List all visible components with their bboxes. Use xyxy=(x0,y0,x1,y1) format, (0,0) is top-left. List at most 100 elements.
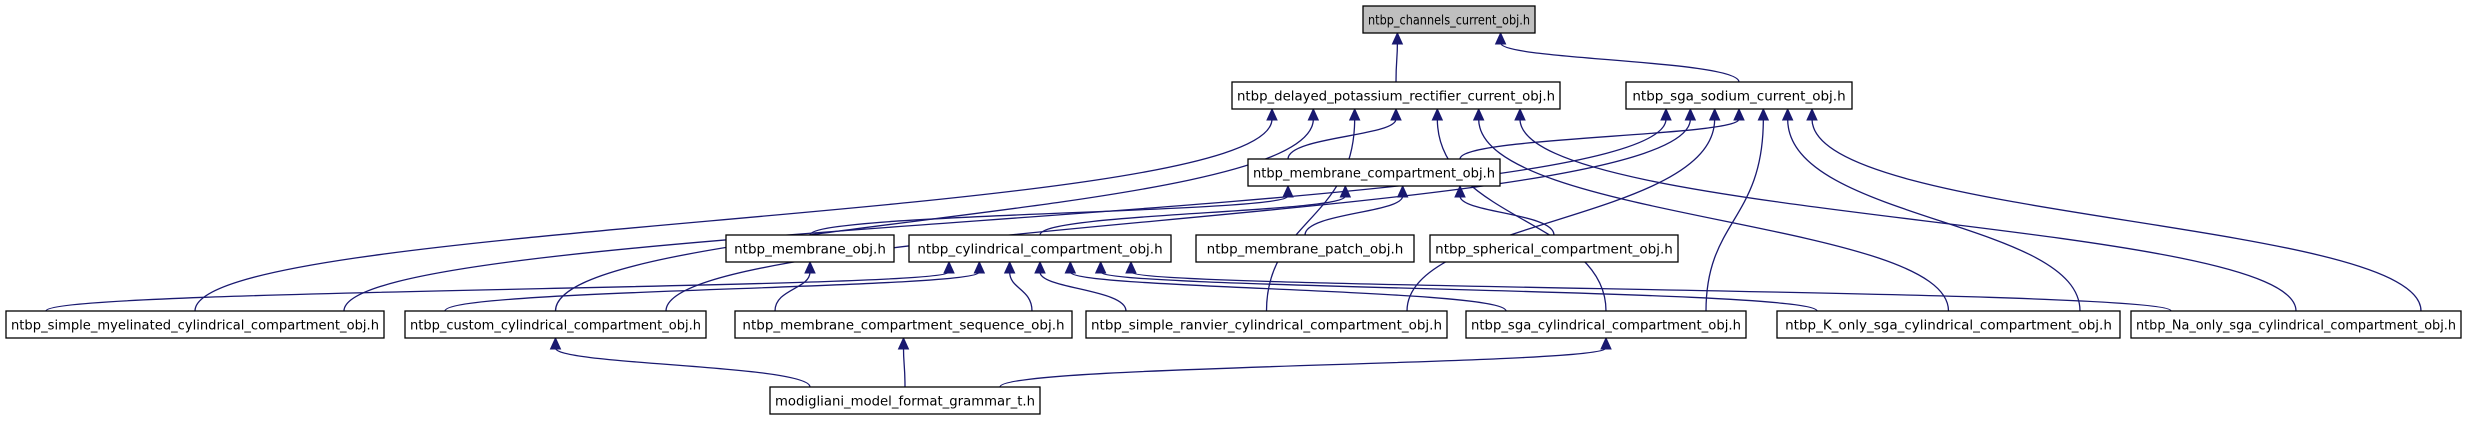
node-delayed[interactable]: ntbp_delayed_potassium_rectifier_current… xyxy=(1231,81,1561,110)
node-label: ntbp_sga_sodium_current_obj.h xyxy=(1632,89,1845,105)
arrowhead-sequence-to-membrane xyxy=(804,260,816,274)
node-box[interactable] xyxy=(1231,81,1561,110)
node-myelinated[interactable]: ntbp_simple_myelinated_cylindrical_compa… xyxy=(5,310,385,339)
edge-membrane_compartment-to-delayed xyxy=(1287,118,1397,160)
edge-grammar-to-sga_cyl xyxy=(999,347,1607,388)
arrowhead-custom-to-cylindrical xyxy=(973,260,986,274)
node-label: ntbp_membrane_compartment_obj.h xyxy=(1253,166,1495,182)
root-node-box xyxy=(1362,5,1536,34)
node-box[interactable] xyxy=(1195,234,1415,263)
node-box[interactable] xyxy=(1247,158,1501,187)
node-membrane[interactable]: ntbp_membrane_obj.h xyxy=(725,234,895,263)
node-box[interactable] xyxy=(908,234,1172,263)
edge-membrane_patch-to-membrane_compartment xyxy=(1304,195,1404,236)
arrowhead-ranvier-to-delayed xyxy=(1348,107,1361,121)
node-sga_cyl[interactable]: ntbp_sga_cylindrical_compartment_obj.h xyxy=(1465,310,1747,339)
node-spherical[interactable]: ntbp_spherical_compartment_obj.h xyxy=(1429,234,1679,263)
node-label: ntbp_simple_myelinated_cylindrical_compa… xyxy=(11,318,379,334)
edge-sga_cyl-to-delayed xyxy=(1436,118,1607,312)
edge-k_only-to-cylindrical xyxy=(1100,271,1818,312)
arrowhead-myelinated-to-sga_sodium xyxy=(1660,107,1672,121)
node-box[interactable] xyxy=(2130,310,2462,339)
arrowhead-membrane_compartment-to-delayed xyxy=(1390,107,1402,121)
arrowhead-k_only-to-sga_sodium xyxy=(1781,107,1794,121)
edge-sga_sodium-to-channels xyxy=(1499,42,1740,83)
arrowhead-ranvier-to-sga_sodium xyxy=(1708,107,1721,121)
node-k_only[interactable]: ntbp_K_only_sga_cylindrical_compartment_… xyxy=(1776,310,2121,339)
node-box[interactable] xyxy=(1465,310,1747,339)
edge-ranvier-to-cylindrical xyxy=(1039,271,1127,312)
arrowhead-membrane-to-membrane_compartment xyxy=(1282,184,1294,198)
node-box[interactable] xyxy=(1429,234,1679,263)
node-box[interactable] xyxy=(769,386,1041,415)
edge-membrane-to-membrane_compartment xyxy=(809,195,1289,236)
arrowhead-na_only-to-cylindrical xyxy=(1125,260,1137,274)
edges-layer xyxy=(45,31,2422,388)
node-label: ntbp_membrane_obj.h xyxy=(734,242,886,258)
node-label: ntbp_delayed_potassium_rectifier_current… xyxy=(1237,89,1555,105)
node-label: ntbp_sga_cylindrical_compartment_obj.h xyxy=(1471,318,1741,334)
node-box[interactable] xyxy=(1776,310,2121,339)
arrowhead-grammar-to-custom xyxy=(549,336,562,350)
node-label: ntbp_simple_ranvier_cylindrical_compartm… xyxy=(1091,318,1442,334)
edge-membrane_compartment-to-sga_sodium xyxy=(1459,118,1740,160)
node-ranvier[interactable]: ntbp_simple_ranvier_cylindrical_compartm… xyxy=(1085,310,1448,339)
edge-myelinated-to-delayed xyxy=(194,118,1273,312)
arrowhead-cylindrical-to-membrane_compartment xyxy=(1339,184,1352,198)
node-channels: ntbp_channels_current_obj.h xyxy=(1362,5,1536,34)
edge-sequence-to-cylindrical xyxy=(1009,271,1033,312)
arrowhead-sga_cyl-to-delayed xyxy=(1431,107,1444,121)
node-label: ntbp_K_only_sga_cylindrical_compartment_… xyxy=(1785,318,2112,334)
node-sga_sodium[interactable]: ntbp_sga_sodium_current_obj.h xyxy=(1625,81,1853,110)
edge-sequence-to-membrane xyxy=(774,271,811,312)
arrowhead-sga_cyl-to-sga_sodium xyxy=(1757,107,1770,121)
node-box[interactable] xyxy=(725,234,895,263)
edge-ranvier-to-delayed xyxy=(1265,118,1356,312)
edge-custom-to-cylindrical xyxy=(444,271,980,312)
node-box[interactable] xyxy=(1085,310,1448,339)
edge-k_only-to-delayed xyxy=(1478,118,1950,312)
node-box[interactable] xyxy=(404,310,707,339)
node-label: ntbp_channels_current_obj.h xyxy=(1368,13,1530,29)
edge-myelinated-to-sga_sodium xyxy=(343,118,1667,312)
arrowhead-delayed-to-channels xyxy=(1391,31,1404,45)
arrowhead-custom-to-delayed xyxy=(1307,107,1320,121)
node-na_only[interactable]: ntbp_Na_only_sga_cylindrical_compartment… xyxy=(2130,310,2462,339)
arrowhead-sequence-to-cylindrical xyxy=(1003,260,1016,274)
node-cylindrical[interactable]: ntbp_cylindrical_compartment_obj.h xyxy=(908,234,1172,263)
node-box[interactable] xyxy=(734,310,1073,339)
node-label: ntbp_membrane_patch_obj.h xyxy=(1207,242,1404,258)
node-label: ntbp_Na_only_sga_cylindrical_compartment… xyxy=(2136,318,2456,334)
arrowhead-ranvier-to-cylindrical xyxy=(1034,260,1046,274)
arrowhead-sga_cyl-to-cylindrical xyxy=(1064,260,1077,274)
arrowhead-spherical-to-membrane_compartment xyxy=(1454,184,1466,198)
node-box[interactable] xyxy=(5,310,385,339)
edge-grammar-to-custom xyxy=(554,347,811,388)
node-label: ntbp_cylindrical_compartment_obj.h xyxy=(917,242,1162,258)
node-label: ntbp_custom_cylindrical_compartment_obj.… xyxy=(410,318,701,334)
edge-myelinated-to-cylindrical xyxy=(45,271,950,312)
edge-na_only-to-sga_sodium xyxy=(1811,118,2422,312)
edge-sga_cyl-to-sga_sodium xyxy=(1705,118,1764,312)
node-sequence[interactable]: ntbp_membrane_compartment_sequence_obj.h xyxy=(734,310,1073,339)
node-membrane_compartment[interactable]: ntbp_membrane_compartment_obj.h xyxy=(1247,158,1501,187)
node-label: modigliani_model_format_grammar_t.h xyxy=(775,394,1035,410)
node-membrane_patch[interactable]: ntbp_membrane_patch_obj.h xyxy=(1195,234,1415,263)
edge-grammar-to-sequence xyxy=(902,347,906,388)
arrowhead-myelinated-to-cylindrical xyxy=(943,260,955,274)
arrowhead-grammar-to-sga_cyl xyxy=(1600,336,1612,350)
edge-spherical-to-membrane_compartment xyxy=(1459,195,1555,236)
edge-delayed-to-channels xyxy=(1395,42,1399,83)
node-box[interactable] xyxy=(1625,81,1853,110)
node-grammar[interactable]: modigliani_model_format_grammar_t.h xyxy=(769,386,1041,415)
node-label: ntbp_spherical_compartment_obj.h xyxy=(1435,242,1673,258)
edge-na_only-to-cylindrical xyxy=(1130,271,2172,312)
arrowhead-na_only-to-delayed xyxy=(1514,107,1526,121)
edge-ranvier-to-sga_sodium xyxy=(1406,118,1716,312)
edge-custom-to-sga_sodium xyxy=(665,118,1691,312)
node-custom[interactable]: ntbp_custom_cylindrical_compartment_obj.… xyxy=(404,310,707,339)
arrowhead-myelinated-to-delayed xyxy=(1266,107,1278,121)
nodes-layer: ntbp_channels_current_obj.h ntbp_delayed_… xyxy=(5,5,2462,415)
node-label: ntbp_membrane_compartment_sequence_obj.h xyxy=(742,318,1064,334)
